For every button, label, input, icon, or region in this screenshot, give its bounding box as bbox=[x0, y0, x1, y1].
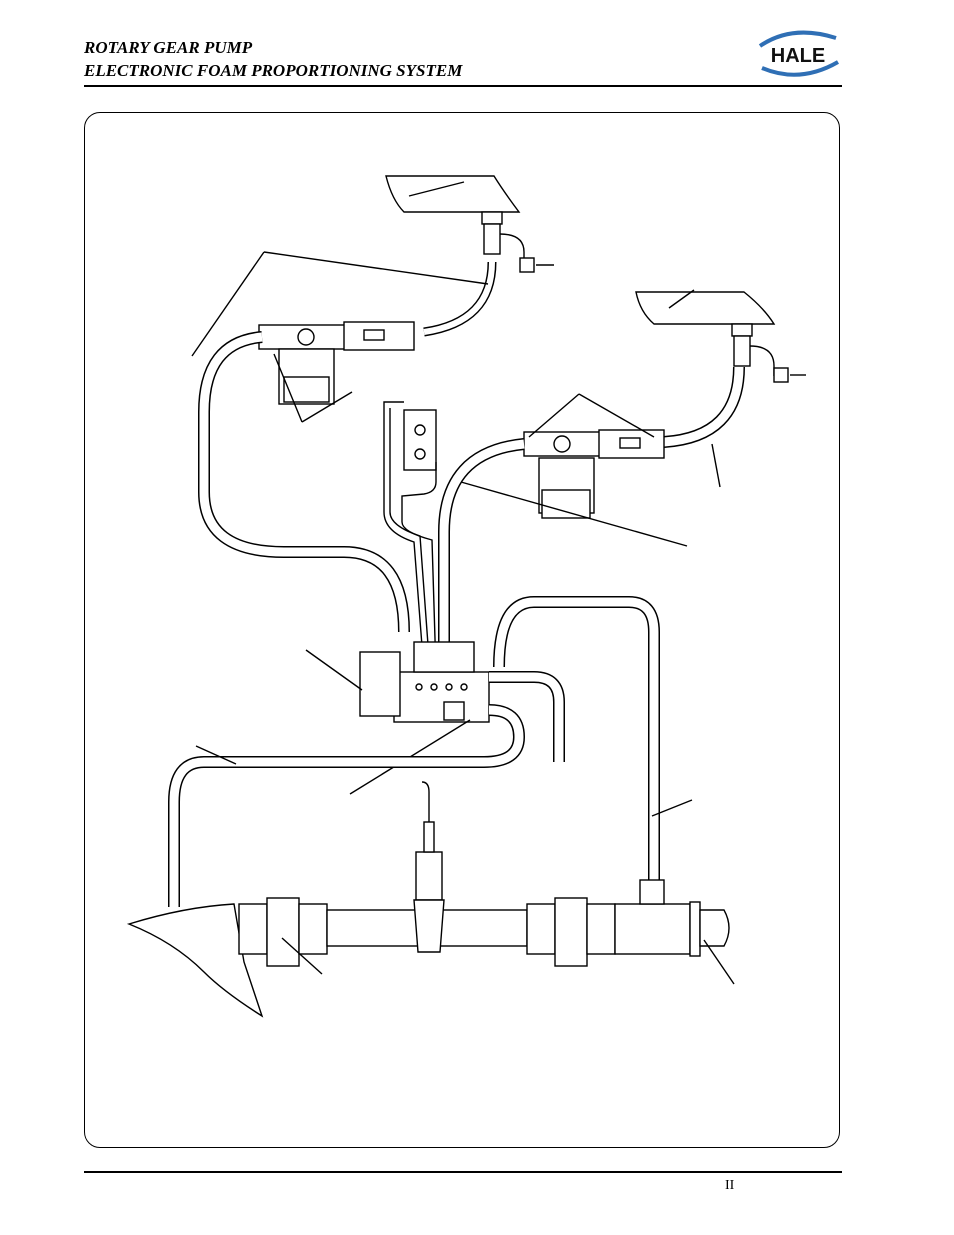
left-hose bbox=[198, 331, 410, 633]
page-number: II bbox=[725, 1178, 735, 1193]
discharge-pipe bbox=[126, 879, 735, 1018]
header-divider bbox=[84, 85, 842, 87]
outlet-hoses bbox=[489, 596, 693, 882]
logo-text: HALE bbox=[771, 45, 825, 67]
footer-divider bbox=[84, 1171, 842, 1173]
left-valve-assembly bbox=[191, 251, 497, 423]
document-title: ROTARY GEAR PUMP ELECTRONIC FOAM PROPORT… bbox=[84, 36, 462, 82]
figure-frame bbox=[84, 112, 840, 1148]
proportioner-manifold bbox=[305, 641, 490, 795]
right-hose bbox=[438, 438, 525, 652]
title-line-2: ELECTRONIC FOAM PROPORTIONING SYSTEM bbox=[84, 61, 463, 80]
hale-logo: HALE bbox=[758, 30, 840, 77]
water-tank-left bbox=[385, 175, 554, 273]
right-valve-assembly bbox=[460, 366, 745, 547]
control-panel bbox=[383, 401, 437, 673]
injector-flowmeter bbox=[413, 781, 445, 953]
return-line bbox=[168, 704, 526, 907]
plumbing-diagram bbox=[126, 175, 806, 1018]
title-line-1: ROTARY GEAR PUMP bbox=[84, 38, 253, 57]
water-tank-right bbox=[635, 289, 806, 383]
